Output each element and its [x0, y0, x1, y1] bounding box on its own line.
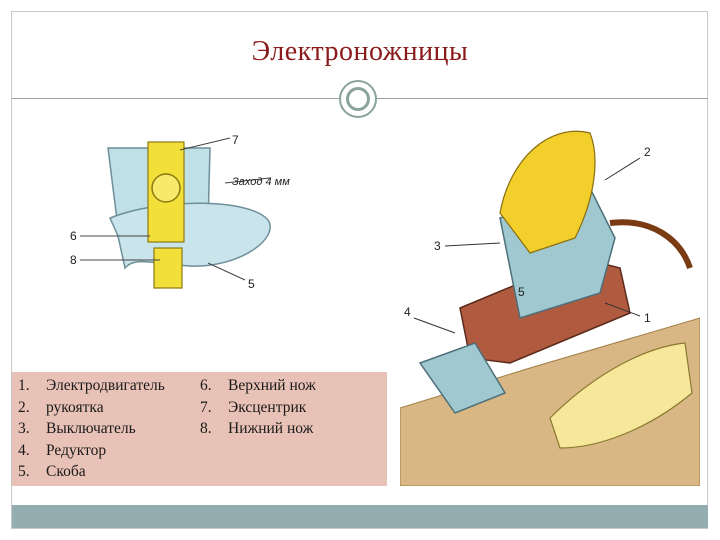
parts-legend: 1.Электродвигатель 2.рукоятка 3.Выключат…: [12, 372, 387, 486]
legend-item: 3.Выключатель: [18, 420, 136, 437]
cord-shape: [609, 219, 693, 270]
note-label: Заход 4 мм: [232, 176, 290, 188]
leader-line-7: [179, 137, 231, 151]
legend-item: 5.Скоба: [18, 463, 86, 480]
leader-line-note: [224, 177, 271, 184]
eccentric-wheel-shape: [151, 173, 181, 203]
legend-item: 2.рукоятка: [18, 398, 104, 416]
callout-2: 2: [644, 145, 651, 159]
gear-head-shape: [418, 342, 507, 414]
leader-line-1: [604, 302, 641, 317]
leader-line-3: [444, 242, 501, 247]
callout-4: 4: [404, 305, 411, 319]
lower-blade-shape: [153, 247, 183, 289]
shears-illustration: 2 3 5 1 4: [400, 118, 700, 486]
leader-line-5: [207, 262, 246, 281]
legend-item: 7.Эксцентрик: [200, 398, 307, 416]
legend-column-2: 6.Верхний нож 7.Эксцентрик 8.Нижний нож: [200, 375, 316, 440]
sheet-shape: [400, 317, 700, 486]
leader-line-4: [413, 317, 456, 334]
slide-title: Электроножницы: [251, 36, 469, 67]
circle-ornament-icon: [339, 80, 377, 118]
legend-item: 4.Редуктор: [18, 441, 107, 459]
legend-item: 1.Электродвигатель: [18, 377, 165, 394]
mechanism-illustration: 7 6 8 5 Заход 4 мм: [40, 128, 370, 308]
callout-3: 3: [434, 239, 441, 253]
legend-item: 8.Нижний нож: [200, 420, 314, 437]
slide-frame: [11, 11, 708, 529]
legend-item: 6.Верхний нож: [200, 377, 316, 394]
legend-column-1: 1.Электродвигатель 2.рукоятка 3.Выключат…: [18, 375, 165, 483]
callout-8: 8: [70, 253, 77, 267]
upper-hand-shape: [499, 130, 596, 254]
callout-5: 5: [248, 277, 255, 291]
leader-line-2: [604, 157, 641, 181]
lower-hand-shape: [549, 342, 693, 449]
callout-5: 5: [518, 285, 525, 299]
callout-1: 1: [644, 311, 651, 325]
callout-7: 7: [232, 133, 239, 147]
footer-bar: [12, 505, 708, 528]
callout-6: 6: [70, 229, 77, 243]
